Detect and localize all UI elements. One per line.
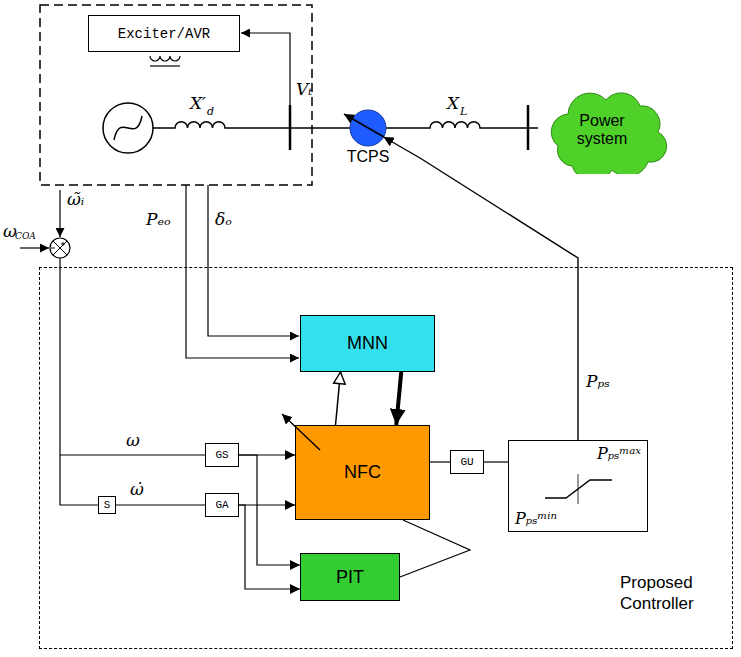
reactance-label: X′ (190, 94, 206, 113)
node-label: S (104, 499, 111, 511)
generator-symbol (114, 116, 142, 140)
signal-connector (484, 461, 508, 462)
limiter-symbol (545, 480, 612, 498)
derivative-box: S (98, 496, 116, 514)
signal-name: ω̃ᵢ (67, 190, 84, 209)
node-label: PIT (336, 567, 364, 588)
mnn-box: MNN (300, 315, 435, 372)
signal-name: Pₑₒ (146, 210, 171, 229)
signal-name: ω̇ (130, 480, 144, 499)
subscript: COA (15, 232, 36, 242)
node-label: Power system (570, 112, 634, 149)
gain-box: GU (450, 450, 484, 474)
limit-min: Pₚₛᵐⁱⁿ (515, 509, 557, 528)
field-winding (150, 65, 180, 66)
signal-connector (116, 504, 205, 505)
node-label: GA (215, 499, 228, 511)
subscript: d (207, 106, 214, 118)
pit-box: PIT (300, 553, 400, 601)
inductor-patch (173, 118, 227, 130)
node-label: NFC (344, 462, 381, 483)
generator-region (40, 5, 312, 185)
label-holder: ω (126, 431, 140, 450)
generator-symbol (103, 103, 153, 153)
signal-connector (430, 461, 450, 462)
inductor-patch (428, 118, 484, 130)
power-system-cloud: Power system (538, 86, 670, 174)
label-holder: ω̃ᵢ (67, 190, 84, 209)
label-holder: Pₑₒ (146, 210, 171, 229)
signal-name: ω (126, 431, 140, 450)
signal-connector (336, 372, 341, 425)
signal-wire (59, 190, 60, 237)
inductor-symbol (428, 122, 484, 128)
exciter-box: Exciter/AVR (88, 15, 240, 52)
gain-box: GA (205, 493, 239, 517)
controller-region: Proposed Controller MNN NFC PIT GS S GA GU Pₚₛᵐᵃ… (40, 268, 732, 648)
signal-name: Pₚₛ (586, 372, 610, 391)
label-holder: d (207, 106, 214, 118)
signal-connector (384, 137, 578, 440)
reactance-label: X (447, 94, 459, 113)
signal-connector (386, 127, 538, 129)
label-holder: δₒ (215, 210, 232, 229)
signal-wire (60, 454, 205, 455)
wire (153, 127, 350, 129)
signal-name: Vₜ (296, 80, 312, 99)
gain-box: GS (205, 443, 239, 467)
inductor-symbol (173, 122, 227, 128)
label-holder: L (460, 106, 467, 118)
region-title: Proposed Controller (620, 572, 716, 615)
node-label: MNN (347, 333, 388, 354)
tcps-symbol (336, 108, 400, 148)
label-holder: X′ (190, 94, 206, 113)
signal-wire (60, 258, 98, 505)
label-holder: Pₚₛ (586, 372, 610, 391)
label-holder: ω (3, 222, 17, 241)
tcps-circle: TCPS (336, 108, 400, 174)
feedback-wire (241, 33, 290, 105)
node-label: GU (460, 456, 473, 468)
signal-name: ω (3, 222, 17, 241)
label-holder: Vₜ (296, 80, 312, 99)
summing-junction (53, 241, 67, 255)
subscript: L (460, 106, 467, 118)
summing-junction (50, 238, 70, 258)
signal-connector (400, 520, 470, 577)
limit-max: Pₚₛᵐᵃˣ (597, 444, 641, 463)
label-holder: ω̇ (130, 480, 144, 499)
signal-name: δₒ (215, 210, 232, 229)
signal-connector (239, 505, 300, 589)
cloud-shape (551, 93, 666, 174)
node-label: Exciter/AVR (118, 26, 210, 42)
sign-mark (51, 242, 65, 248)
signal-connector (239, 455, 300, 565)
bus-bar (289, 105, 292, 150)
nfc-box: NFC (295, 425, 430, 520)
signal-wire (186, 185, 299, 358)
limiter-symbol (578, 474, 579, 504)
limiter-box: PₚₛᵐᵃˣPₚₛᵐⁱⁿ (508, 440, 648, 532)
label-holder: COA (15, 232, 36, 242)
node-label: TCPS (336, 148, 400, 166)
tcps-symbol (350, 110, 386, 146)
signal-wire (20, 247, 49, 248)
signal-connector (396, 372, 401, 425)
node-label: GS (215, 449, 228, 461)
signal-connector (239, 504, 295, 505)
field-winding (150, 56, 180, 61)
label-holder: X (447, 94, 459, 113)
signal-wire (208, 185, 299, 336)
